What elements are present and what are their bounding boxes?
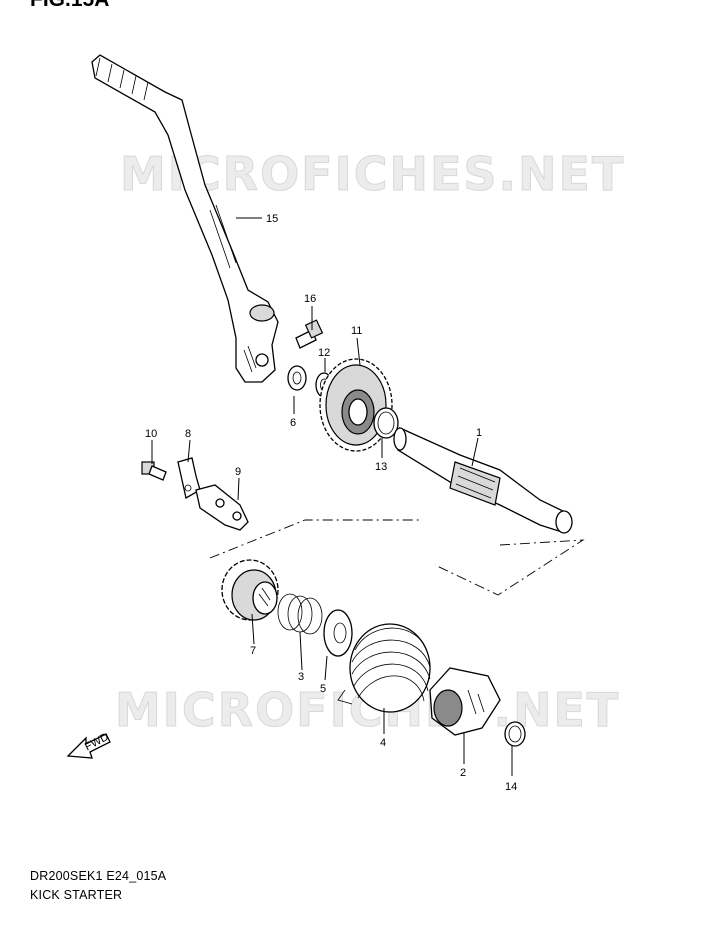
part-1-kick-shaft[interactable] — [393, 427, 573, 534]
figure-title: FIG.15A — [30, 0, 109, 12]
assembly-outline — [209, 519, 585, 596]
leader-lines — [151, 217, 513, 776]
fwd-label: FWD — [83, 731, 111, 753]
callout-10: 10 — [145, 428, 157, 440]
part-4-return-spring[interactable] — [337, 623, 431, 713]
part-15-kick-lever[interactable] — [91, 54, 279, 383]
part-14-circlip[interactable] — [504, 721, 526, 747]
callout-7: 7 — [250, 645, 256, 657]
callout-5: 5 — [320, 683, 326, 695]
part-16-bolt[interactable] — [295, 319, 324, 349]
callout-16: 16 — [304, 293, 316, 305]
callout-11: 11 — [351, 325, 362, 337]
drawing-code: DR200SEK1 E24_015A — [30, 869, 167, 883]
part-7-ratchet[interactable] — [221, 559, 279, 621]
part-13-circlip[interactable] — [373, 407, 399, 439]
part-3-spring[interactable] — [277, 593, 323, 635]
callout-1: 1 — [476, 427, 482, 439]
part-9-stopper-plate[interactable] — [195, 484, 249, 531]
part-10-bolt[interactable] — [141, 461, 167, 481]
fwd-arrow-icon: FWD — [66, 731, 111, 759]
callout-3: 3 — [298, 671, 304, 683]
part-5-washer[interactable] — [323, 609, 353, 657]
part-2-spring-guide[interactable] — [429, 667, 501, 736]
callout-12: 12 — [318, 347, 330, 359]
callout-6: 6 — [290, 417, 296, 429]
part-6-washer[interactable] — [287, 365, 307, 391]
callout-13: 13 — [375, 461, 387, 473]
watermark-bottom: MICROFICHES.NET — [115, 683, 620, 737]
callout-15: 15 — [266, 213, 278, 225]
callout-14: 14 — [505, 781, 517, 793]
assembly-name: KICK STARTER — [30, 888, 123, 902]
callout-9: 9 — [235, 466, 241, 478]
callout-8: 8 — [185, 428, 191, 440]
callout-4: 4 — [380, 737, 386, 749]
part-11-kick-gear[interactable] — [319, 358, 393, 452]
callout-2: 2 — [460, 767, 466, 779]
